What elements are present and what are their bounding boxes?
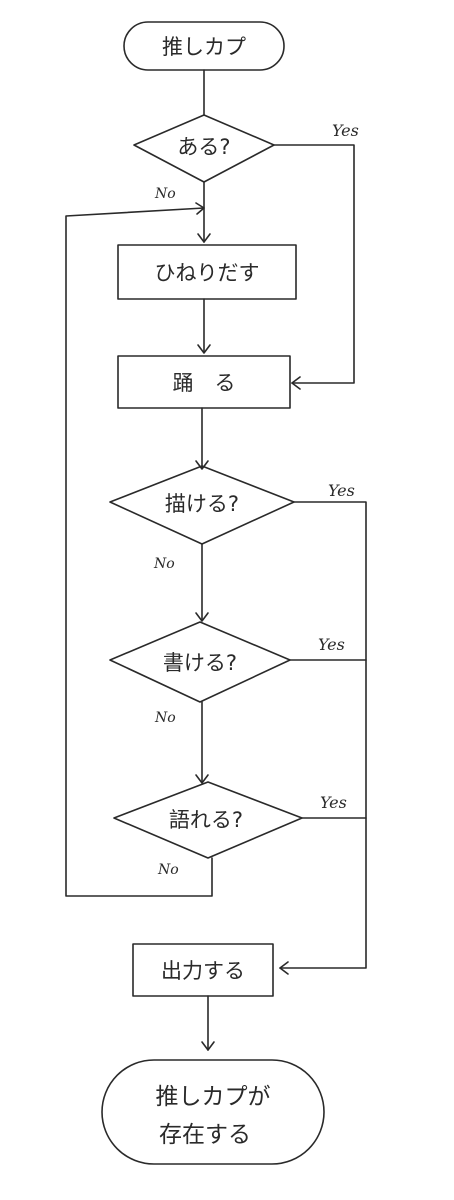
decision-draw-label: 描ける? [165,492,239,516]
no-label-exist: No [154,186,176,202]
arrow-loop-head [195,202,205,215]
decision-exists: ある? [133,114,275,183]
arrow-to-draw-head [195,460,209,470]
connector-draw-yes [279,501,367,969]
arrow-to-tell-head [195,774,209,784]
end-label-line2: 存在する [159,1122,251,1148]
step-dance: 踊 る [117,355,291,409]
no-label-tell: No [157,862,179,878]
start-label: 推しカプ [162,35,246,59]
end-terminal: 推しカプが 存在する [101,1059,325,1165]
start-terminal: 推しカプ [123,21,285,71]
step-twist: ひねりだす [117,244,297,300]
decision-write-label: 書ける? [163,651,237,675]
yes-label-write: Yes [318,635,345,654]
yes-label-tell: Yes [320,793,347,812]
yes-label-exist: Yes [332,121,359,140]
arrow-to-end-head [201,1041,215,1051]
decision-tell-label: 語れる? [169,808,243,832]
yes-label-draw: Yes [328,481,355,500]
decision-exists-label: ある? [177,135,230,159]
arrow-exist-yes-head [291,376,301,390]
end-label-line1: 推しカプが [156,1084,271,1110]
step-dance-label: 踊 る [173,371,236,395]
decision-write: 書ける? [109,621,291,703]
step-output: 出力する [132,943,274,997]
decision-draw: 描ける? [109,465,295,545]
no-label-draw: No [153,556,175,572]
step-twist-label: ひねりだす [155,261,260,285]
arrow-to-dance-head [197,344,211,354]
arrow-to-output-head [279,961,289,975]
step-output-label: 出力する [161,959,245,983]
connector-tell-no-loop [65,207,213,897]
arrow-to-twist-head [197,233,211,243]
arrow-to-write-head [195,612,209,622]
no-label-write: No [154,710,176,726]
connector-exist-yes [273,144,355,384]
decision-tell: 語れる? [113,781,303,859]
